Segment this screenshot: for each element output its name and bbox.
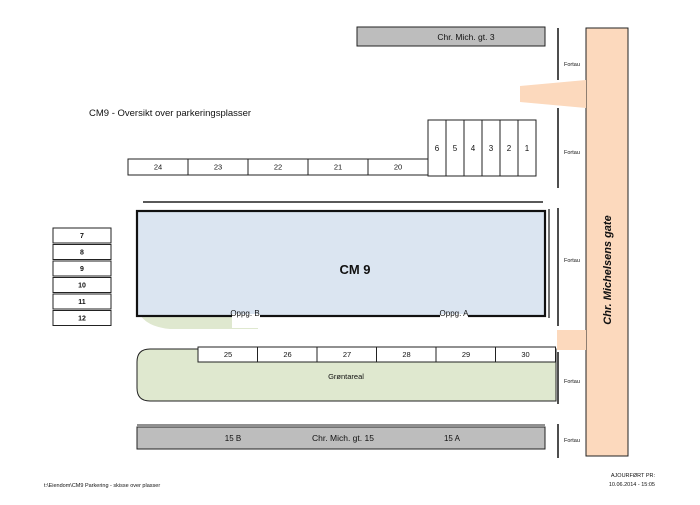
parking-space-number: 24 xyxy=(154,163,162,172)
side-road-lower xyxy=(557,330,586,350)
parking-space-number: 25 xyxy=(224,350,232,359)
parking-space-number: 30 xyxy=(521,350,529,359)
entrance-b-label: Oppg. B xyxy=(230,309,259,318)
block-15b-label: 15 B xyxy=(225,434,241,443)
parking-space-number: 12 xyxy=(78,315,86,322)
side-road-top xyxy=(520,80,586,108)
parking-space-number: 2 xyxy=(507,144,512,153)
green-area-label: Grøntareal xyxy=(328,372,364,381)
updated-date: 10.06.2014 - 15:05 xyxy=(609,482,655,488)
parking-space-number: 21 xyxy=(334,163,342,172)
updated-label: AJOURFØRT PR: xyxy=(611,473,656,479)
entrance-a-label: Oppg. A xyxy=(440,309,470,318)
parking-space xyxy=(52,227,112,244)
block-label-bottom: Chr. Mich. gt. 15 xyxy=(312,433,374,443)
block-chr-mich-gt-3 xyxy=(356,26,546,47)
parking-space xyxy=(52,293,112,310)
block-15a-label: 15 A xyxy=(444,434,461,443)
sidewalk-label: Fortau xyxy=(564,438,580,444)
parking-space-number: 22 xyxy=(274,163,282,172)
parking-space-number: 6 xyxy=(435,144,440,153)
building-cm9 xyxy=(135,209,547,318)
spaces-top-row: 24 23 22 21 20 xyxy=(127,158,429,176)
street-label-vertical: Chr. Michelsens gate xyxy=(602,215,614,324)
parking-space xyxy=(52,260,112,277)
parking-space xyxy=(495,346,556,363)
entrance-b-door xyxy=(232,314,260,328)
parking-space xyxy=(52,244,112,260)
parking-space xyxy=(52,310,112,326)
parking-space-number: 9 xyxy=(80,266,84,273)
parking-space-number: 4 xyxy=(471,144,476,153)
footer-path: t:\Eiendom\CM9 Parkering - skisse over p… xyxy=(44,483,160,489)
sidewalk-label: Fortau xyxy=(564,258,580,264)
sidewalk-label: Fortau xyxy=(564,62,580,68)
parking-space-number: 23 xyxy=(214,163,222,172)
parking-space-number: 27 xyxy=(343,350,351,359)
parking-space xyxy=(367,158,429,176)
entrance-a-door xyxy=(440,314,468,328)
parking-space-number: 1 xyxy=(525,144,530,153)
sidewalk-label: Fortau xyxy=(564,150,580,156)
building-label: CM 9 xyxy=(339,262,370,277)
parking-space-number: 20 xyxy=(394,163,402,172)
parking-space xyxy=(52,277,112,293)
sidewalk-label: Fortau xyxy=(564,379,580,385)
parking-space-number: 5 xyxy=(453,144,458,153)
parking-space xyxy=(517,119,537,177)
parking-space-number: 28 xyxy=(402,350,410,359)
page-title: CM9 - Oversikt over parkeringsplasser xyxy=(89,108,251,119)
spaces-top-right: 6 5 4 3 2 1 xyxy=(427,119,537,177)
block-label-top: Chr. Mich. gt. 3 xyxy=(437,32,494,42)
spaces-bottom-row: 25 26 27 28 29 30 xyxy=(197,346,556,363)
parking-space-number: 11 xyxy=(78,299,86,306)
parking-space-number: 10 xyxy=(78,282,86,289)
parking-space-number: 26 xyxy=(283,350,291,359)
parking-space-number: 8 xyxy=(80,249,84,256)
parking-space-number: 3 xyxy=(489,144,494,153)
block-chr-mich-gt-15 xyxy=(136,426,546,450)
street-chr-michelsens-gate xyxy=(585,27,629,457)
spaces-left: 7 8 9 10 11 12 xyxy=(52,227,112,326)
parking-space-number: 29 xyxy=(462,350,470,359)
parking-space-number: 7 xyxy=(80,233,84,240)
